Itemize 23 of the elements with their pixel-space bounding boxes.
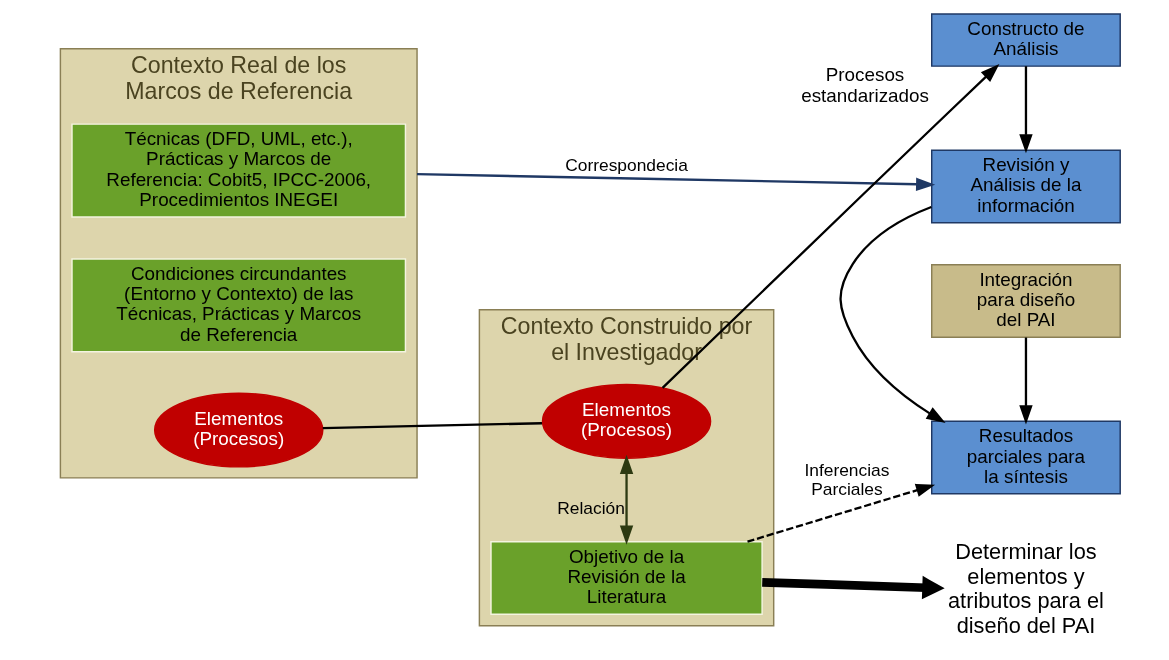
node-box: Integración para diseño del PAI: [931, 264, 1121, 338]
node-box: Revisión y Análisis de la información: [931, 149, 1121, 224]
node-ellipse: Elementos (Procesos): [153, 392, 324, 468]
node-box: Condiciones circundantes (Entorno y Contexto) de las Técnicas, Prácticas y Marcos de Referencia: [71, 258, 407, 353]
connector: [322, 422, 542, 430]
arrow: [762, 575, 945, 600]
arrow: [417, 172, 936, 191]
edge-label: Correspondecia: [565, 155, 688, 176]
node-label: Procesos estandarizados: [801, 64, 929, 106]
node-box: Resultados parciales para la síntesis: [931, 420, 1121, 495]
arrow: [747, 483, 936, 543]
node-ellipse: Elementos (Procesos): [541, 383, 712, 459]
arrow: [619, 454, 634, 545]
edge-label: Relación: [557, 497, 625, 518]
arrow: [661, 63, 1000, 389]
arrow: [839, 205, 946, 423]
arrow: [1019, 66, 1033, 154]
node-box: Técnicas (DFD, UML, etc.), Prácticas y Marcos de Referencia: Cobit5, IPCC-2006, Procedimientos INEGEI: [71, 123, 407, 218]
node-box: Objetivo de la Revisión de la Literatura: [490, 540, 763, 615]
edge-label: Inferencias Parciales: [804, 459, 890, 499]
arrow: [1019, 337, 1033, 425]
node-box: Constructo de Análisis: [931, 13, 1121, 67]
node-text: Determinar los elementos y atributos para el diseño del PAI: [948, 539, 1104, 639]
